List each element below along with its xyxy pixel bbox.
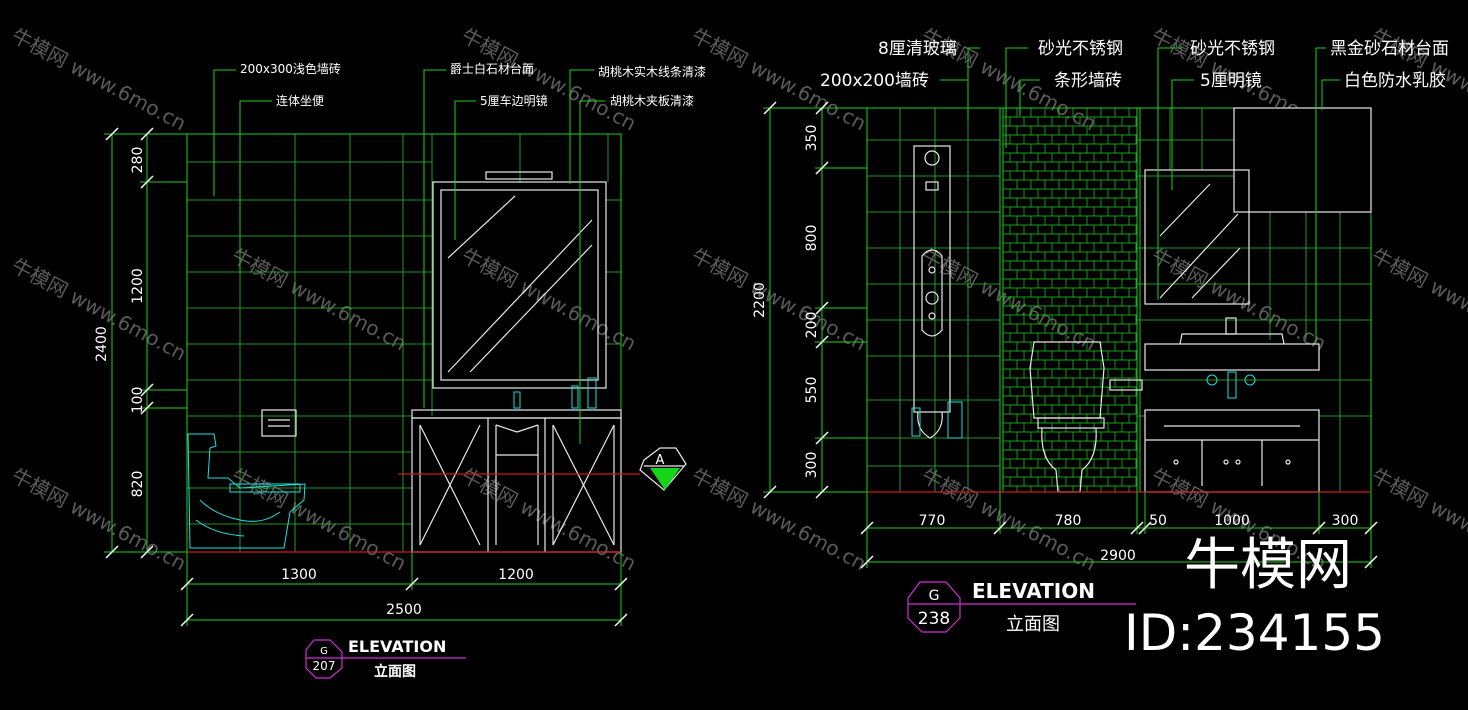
left-title: ELEVATION xyxy=(348,637,446,656)
label-glass-8: 8厘清玻璃 xyxy=(878,39,957,59)
watermark-text: 牛模网 www.6mo.cn xyxy=(458,463,641,575)
right-subtitle: 立面图 xyxy=(1006,614,1060,635)
right-basin xyxy=(1144,317,1320,371)
left-vanity-items xyxy=(513,377,597,409)
right-leaders xyxy=(940,47,1340,344)
left-title-text: ELEVATION 立面图 G 207 xyxy=(313,637,447,680)
label-satin-steel-2: 砂光不锈钢 xyxy=(1190,39,1275,59)
left-vanity-countertop xyxy=(411,409,622,419)
watermark-text: 牛模网 www.6mo.cn xyxy=(458,23,641,135)
watermark-text: 牛模网 www.6mo.cn xyxy=(458,243,641,355)
left-mirror-light xyxy=(485,171,553,180)
label-counter-top: 爵士白石材台面 xyxy=(450,61,534,76)
right-title: ELEVATION xyxy=(972,579,1095,603)
left-mirror-frame xyxy=(432,181,607,389)
right-vertical-dims xyxy=(763,107,867,493)
watermark-text: 牛模网 www.6mo.cn xyxy=(8,463,191,575)
right-tag-number: 238 xyxy=(918,609,950,629)
watermark-text: 牛模网 www.6mo.cn xyxy=(1368,463,1468,575)
right-toilet xyxy=(1029,341,1143,493)
right-shower-bottles xyxy=(911,401,963,439)
dim-left-v-total: 2400 xyxy=(94,326,110,362)
dim-right-h-770: 770 xyxy=(919,513,946,529)
watermark-text: 牛模网 www.6mo.cn xyxy=(688,463,871,575)
left-leaders xyxy=(213,69,605,444)
left-section-letter: A xyxy=(656,453,665,468)
label-white-latex: 白色防水乳胶 xyxy=(1344,71,1446,91)
brand-id: ID:234155 xyxy=(1124,604,1385,662)
dim-right-v-total: 2200 xyxy=(752,282,768,318)
label-mirror-5: 5厘明镜 xyxy=(1200,71,1262,91)
left-horizontal-dims xyxy=(186,552,622,626)
watermark-text: 牛模网 www.6mo.cn xyxy=(8,23,191,135)
label-walnut-trim: 胡桃木实木线条清漆 xyxy=(598,64,706,79)
dim-right-v-550: 550 xyxy=(804,377,820,404)
right-tile-grid-left xyxy=(867,108,1000,492)
right-shower-panel xyxy=(913,145,951,439)
left-section-marker xyxy=(639,447,687,491)
right-mirror-reflection xyxy=(1159,183,1241,299)
dim-left-h-1200: 1200 xyxy=(498,567,534,583)
left-mirror-reflection xyxy=(447,195,593,373)
left-dim-text: 280 1200 100 820 2400 1300 1200 2500 A xyxy=(94,147,665,618)
left-dim-ticks xyxy=(105,127,628,627)
dim-right-v-300: 300 xyxy=(804,452,820,479)
right-faucets xyxy=(1206,371,1256,399)
dim-left-h-1300: 1300 xyxy=(281,567,317,583)
left-paper-holder xyxy=(261,409,297,437)
brand-name: 牛模网 xyxy=(1184,533,1352,598)
dim-right-h-300: 300 xyxy=(1332,513,1359,529)
right-dim-text: 350 800 200 550 300 2200 770 780 50 1000… xyxy=(752,125,1358,564)
right-title-text: ELEVATION 立面图 G 238 xyxy=(918,579,1095,635)
right-title-tag xyxy=(907,581,1136,633)
dim-right-v-350: 350 xyxy=(804,125,820,152)
label-mirror: 5厘车边明镜 xyxy=(480,93,548,108)
dim-left-v-100: 100 xyxy=(130,387,146,414)
dim-right-h-50: 50 xyxy=(1149,513,1167,529)
label-walnut-panel: 胡桃木夹板清漆 xyxy=(610,93,694,108)
dim-left-v-1200: 1200 xyxy=(130,268,146,304)
dim-right-h-780: 780 xyxy=(1055,513,1082,529)
dim-right-h-1000: 1000 xyxy=(1214,513,1250,529)
watermark-text: 牛模网 www.6mo.cn xyxy=(1148,243,1331,355)
left-tag-number: 207 xyxy=(313,659,336,673)
left-tag-letter: G xyxy=(320,646,328,657)
right-dim-ticks xyxy=(763,101,1378,569)
label-satin-steel-1: 砂光不锈钢 xyxy=(1038,39,1123,59)
left-elevation xyxy=(104,69,687,679)
dim-left-v-280: 280 xyxy=(130,147,146,174)
left-section-arrow xyxy=(650,468,680,490)
watermark-text: 牛模网 www.6mo.cn xyxy=(688,243,871,355)
label-tile-200x200: 200x200墙砖 xyxy=(820,71,929,91)
dim-left-h-total: 2500 xyxy=(386,602,422,618)
watermark-text: 牛模网 www.6mo.cn xyxy=(228,243,411,355)
label-tile-200x300: 200x300浅色墙砖 xyxy=(240,61,341,76)
left-subtitle: 立面图 xyxy=(374,663,416,680)
label-toilet: 连体坐便 xyxy=(276,93,324,108)
right-text-labels: 8厘清玻璃 200x200墙砖 砂光不锈钢 条形墙砖 砂光不锈钢 5厘明镜 黑金… xyxy=(820,39,1449,91)
brand-watermark: 牛模网 ID:234155 xyxy=(1124,533,1385,662)
label-strip-tile: 条形墙砖 xyxy=(1054,71,1122,91)
dim-left-v-820: 820 xyxy=(130,471,146,498)
watermark-text: 牛模网 www.6mo.cn xyxy=(1368,243,1468,355)
left-vanity-doors xyxy=(419,418,615,552)
right-strip-tile xyxy=(1002,107,1137,492)
left-title-tag xyxy=(305,639,466,679)
left-mirror-inner xyxy=(440,189,599,381)
label-black-gold-stone: 黑金砂石材台面 xyxy=(1330,39,1449,59)
left-toilet xyxy=(187,433,306,549)
right-mirror xyxy=(1144,169,1250,305)
right-upper-panel xyxy=(1233,107,1372,213)
dim-right-v-200: 200 xyxy=(804,312,820,339)
right-tag-letter: G xyxy=(929,588,940,604)
right-elevation xyxy=(763,47,1378,633)
dim-right-v-800: 800 xyxy=(804,225,820,252)
watermark-text: 牛模网 www.6mo.cn xyxy=(228,463,411,575)
left-text-labels: 200x300浅色墙砖 连体坐便 爵士白石材台面 5厘车边明镜 胡桃木实木线条清… xyxy=(240,61,706,108)
dim-right-h-total: 2900 xyxy=(1100,548,1136,564)
